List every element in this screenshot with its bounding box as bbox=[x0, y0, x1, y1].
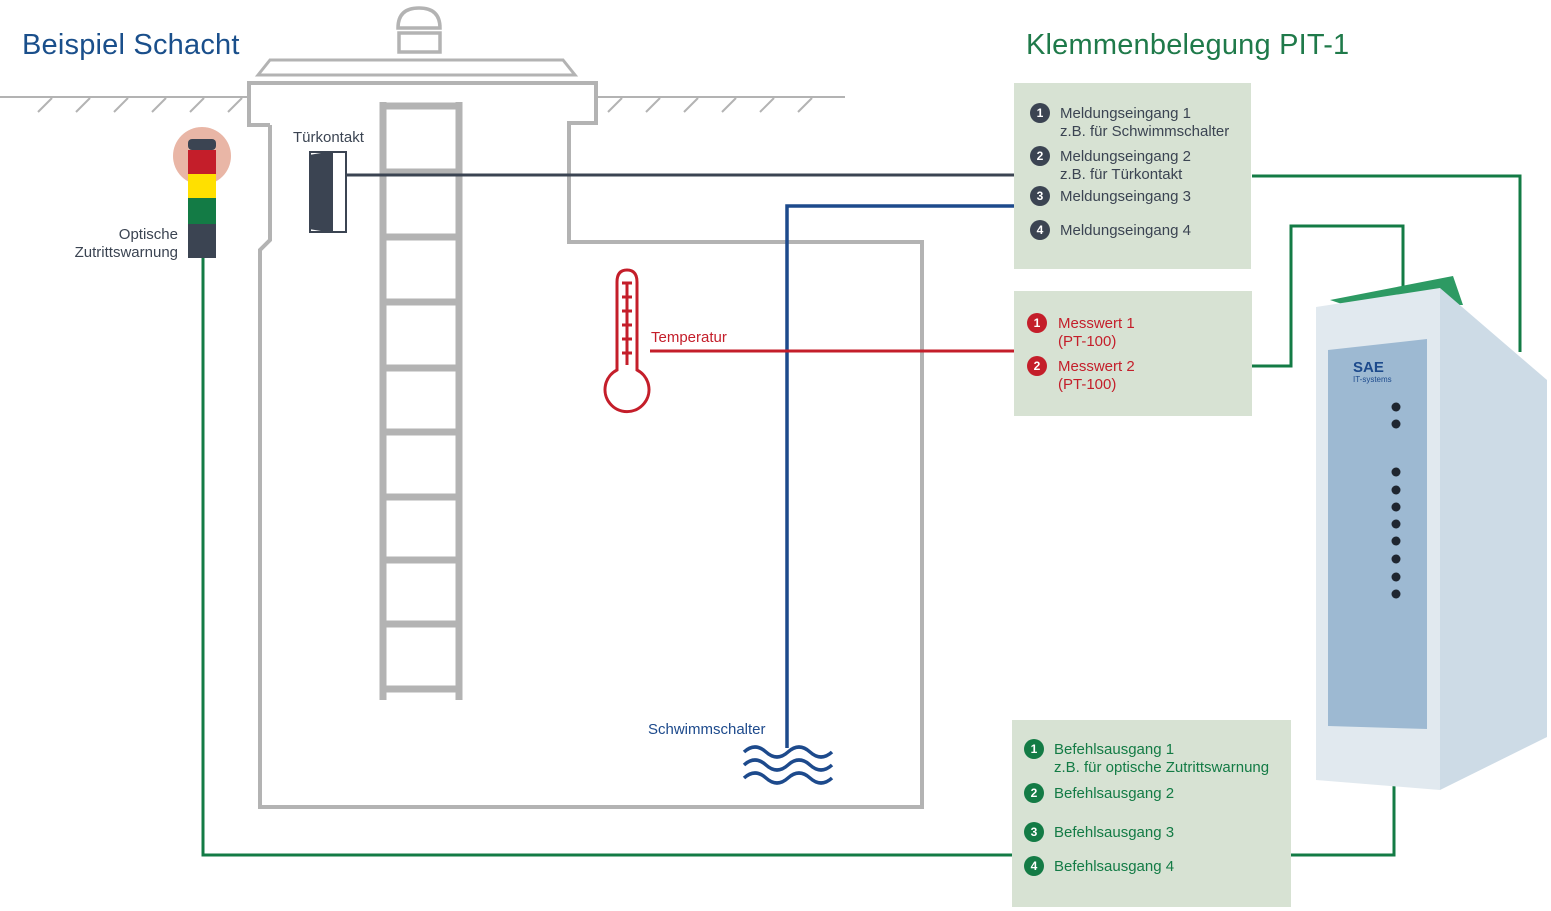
door-contact-icon bbox=[309, 151, 347, 233]
device-logo-sub: IT-systems bbox=[1353, 375, 1392, 384]
command-output-sublabel: z.B. für optische Zutrittswarnung bbox=[1054, 759, 1269, 776]
message-input-number-badge bbox=[1030, 220, 1050, 240]
title-right: Klemmenbelegung PIT-1 bbox=[1026, 29, 1349, 61]
ladder bbox=[379, 102, 463, 700]
measurement-sublabel: (PT-100) bbox=[1058, 376, 1116, 393]
command-output-number-badge bbox=[1024, 783, 1044, 803]
command-output-label: Befehlsausgang 4 bbox=[1054, 858, 1174, 875]
command-output-number-badge bbox=[1024, 856, 1044, 876]
command-output-label: Befehlsausgang 2 bbox=[1054, 785, 1174, 802]
water-waves-icon bbox=[742, 745, 834, 785]
status-led bbox=[1391, 536, 1401, 546]
message-input-number: 3 bbox=[1037, 189, 1044, 203]
status-led bbox=[1391, 402, 1401, 412]
temperature-label: Temperatur bbox=[651, 329, 727, 346]
optical-warning-label-1: Optische bbox=[119, 226, 178, 243]
message-input-number-badge bbox=[1030, 103, 1050, 123]
measurement-label: Messwert 1 bbox=[1058, 315, 1135, 332]
status-led bbox=[1391, 419, 1401, 429]
status-led bbox=[1391, 519, 1401, 529]
message-input-number: 2 bbox=[1037, 149, 1044, 163]
command-output-label: Befehlsausgang 1 bbox=[1054, 741, 1174, 758]
measurement-number: 2 bbox=[1034, 359, 1041, 373]
measurement-number-badge bbox=[1027, 356, 1047, 376]
message-inputs-box: 1 Meldungseingang 1z.B. für Schwimmschalt… bbox=[1014, 83, 1251, 269]
message-input-number: 4 bbox=[1037, 223, 1044, 237]
title-left: Beispiel Schacht bbox=[22, 29, 240, 61]
device-logo: SAE bbox=[1353, 359, 1384, 376]
float-switch-label: Schwimmschalter bbox=[648, 721, 766, 738]
optical-warning-label-2: Zutrittswarnung bbox=[75, 244, 178, 261]
status-led bbox=[1391, 467, 1401, 477]
status-led bbox=[1391, 554, 1401, 564]
command-outputs-box: 1 Befehlsausgang 1z.B. für optische Zutri… bbox=[1012, 720, 1291, 907]
command-output-number: 3 bbox=[1031, 825, 1038, 839]
message-input-number-badge bbox=[1030, 186, 1050, 206]
status-led bbox=[1391, 572, 1401, 582]
message-input-label: Meldungseingang 3 bbox=[1060, 188, 1191, 205]
command-output-number-badge bbox=[1024, 739, 1044, 759]
status-led bbox=[1391, 485, 1401, 495]
message-input-number: 1 bbox=[1037, 106, 1044, 120]
ground-surface bbox=[0, 96, 845, 113]
measurement-number-badge bbox=[1027, 313, 1047, 333]
measurement-label: Messwert 2 bbox=[1058, 358, 1135, 375]
thermometer-icon bbox=[603, 268, 651, 414]
message-input-sublabel: z.B. für Schwimmschalter bbox=[1060, 123, 1229, 140]
message-input-label: Meldungseingang 1 bbox=[1060, 105, 1191, 122]
message-input-sublabel: z.B. für Türkontakt bbox=[1060, 166, 1183, 183]
door-contact-label: Türkontakt bbox=[293, 129, 365, 146]
pit1-device: SAE IT-systems bbox=[1316, 276, 1547, 790]
command-output-number: 1 bbox=[1031, 742, 1038, 756]
command-output-label: Befehlsausgang 3 bbox=[1054, 824, 1174, 841]
message-input-number-badge bbox=[1030, 146, 1050, 166]
status-led bbox=[1391, 502, 1401, 512]
measurement-sublabel: (PT-100) bbox=[1058, 333, 1116, 350]
command-output-number-badge bbox=[1024, 822, 1044, 842]
measurement-number: 1 bbox=[1034, 316, 1041, 330]
message-input-label: Meldungseingang 4 bbox=[1060, 222, 1191, 239]
signal-tower-icon bbox=[173, 127, 231, 258]
command-output-number: 4 bbox=[1031, 859, 1038, 873]
vent-dome bbox=[396, 6, 442, 54]
message-input-label: Meldungseingang 2 bbox=[1060, 148, 1191, 165]
wires bbox=[201, 173, 1522, 857]
status-led bbox=[1391, 589, 1401, 599]
command-output-number: 2 bbox=[1031, 786, 1038, 800]
shaft-outline bbox=[247, 58, 924, 809]
